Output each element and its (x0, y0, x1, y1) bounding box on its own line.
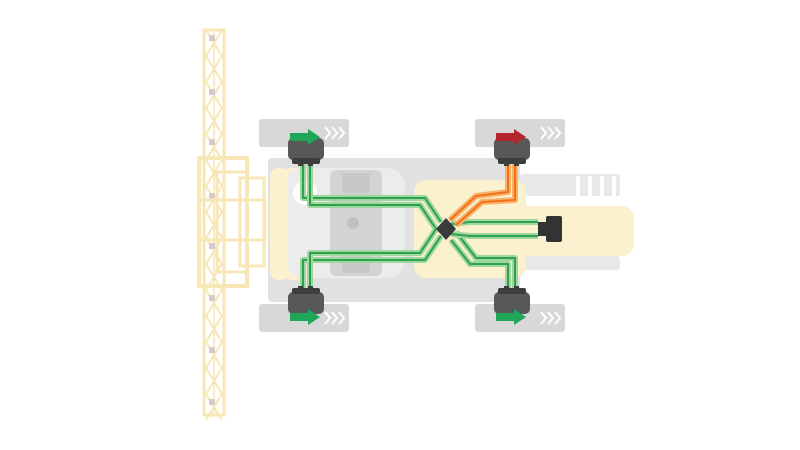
boom-truss-bar (205, 367, 223, 395)
chevron-icon (324, 126, 332, 140)
connector-plug-icon (538, 216, 562, 242)
chevron-icon (540, 311, 548, 325)
motor-housing (494, 292, 530, 314)
harness-front-right-b-core (455, 158, 516, 226)
rear-slat (600, 176, 604, 196)
motor-terminal (308, 160, 313, 166)
motor-flange (498, 288, 526, 294)
diamond-controller-icon (436, 218, 456, 240)
motor-terminal (308, 286, 313, 292)
boom-nozzle (209, 347, 215, 353)
chevron-icon (338, 126, 346, 140)
direction-arrow-icon (496, 129, 526, 145)
motor-terminal (514, 286, 519, 292)
boom-nozzle (209, 89, 215, 95)
harness-rear-right-a-core (450, 239, 509, 296)
motor-housing (288, 138, 324, 160)
rear-slat (576, 176, 580, 196)
motor-housing (288, 292, 324, 314)
boom-truss-bar (205, 55, 223, 83)
wheel-rear-left-motor (288, 286, 324, 325)
direction-arrow-icon (496, 309, 526, 325)
wheel-front-left-motor (288, 129, 324, 166)
boom-nozzle (209, 139, 215, 145)
boom-truss-bar (205, 341, 223, 369)
rear-slat (612, 176, 616, 196)
boom-nozzle (209, 295, 215, 301)
chevron-icon (547, 311, 555, 325)
chevron-icon (554, 126, 562, 140)
boom-truss-bar (205, 133, 223, 161)
harness-rear-left-a-core (302, 235, 442, 296)
chevron-icon (324, 311, 332, 325)
boom-truss-bar (205, 315, 223, 343)
motor-terminal (298, 160, 303, 166)
harness-front-left-b-core (309, 158, 437, 230)
harness-front-right-a-core (449, 158, 509, 221)
chevron-icon (331, 126, 339, 140)
wheel-motors (288, 129, 530, 325)
harness-connector-b-core (450, 233, 538, 237)
side-panel (270, 168, 288, 280)
harness-front-left-a-core (302, 158, 442, 223)
wiring-harness (300, 158, 538, 296)
harness-rear-right-b-core (455, 231, 516, 296)
boom-truss-bar (205, 159, 223, 187)
rear-slat (588, 176, 592, 196)
motor-flange (292, 288, 320, 294)
boom-nozzle (209, 243, 215, 249)
boom-truss-bar (205, 393, 223, 421)
boom-nozzle (209, 35, 215, 41)
boom-truss-bar (205, 237, 223, 265)
boom-nozzle (209, 193, 215, 199)
motor-flange (498, 158, 526, 164)
boom-truss-bar (205, 289, 223, 317)
motor-terminal (514, 160, 519, 166)
boom-truss-bar (205, 211, 223, 239)
motor-terminal (504, 160, 509, 166)
boom-nozzle (209, 399, 215, 405)
wheel-front-right-motor (494, 129, 530, 166)
boom-truss-bar (205, 107, 223, 135)
chevron-icon (338, 311, 346, 325)
wheel-rear-right-motor (494, 286, 530, 325)
harness-rear-left-b-core (309, 228, 437, 296)
motor-housing (494, 138, 530, 160)
boom-truss-bar (205, 29, 223, 57)
motor-flange (292, 158, 320, 164)
motor-terminal (298, 286, 303, 292)
direction-arrow-icon (290, 129, 320, 145)
chevron-icon (554, 311, 562, 325)
direction-arrow-icon (290, 309, 320, 325)
motor-terminal (504, 286, 509, 292)
chevron-icon (540, 126, 548, 140)
operator-cab (414, 180, 634, 278)
chevron-icon (331, 311, 339, 325)
chevron-icon (547, 126, 555, 140)
sprayer-boom (197, 28, 267, 421)
